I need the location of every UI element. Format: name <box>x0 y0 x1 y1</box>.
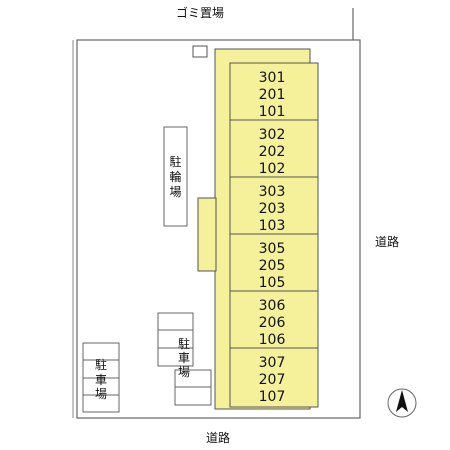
car-parking-middle-label-3: 場 <box>178 365 190 379</box>
unit-number-205: 205 <box>259 258 286 274</box>
road-east-label: 道路 <box>375 234 399 249</box>
car-parking-middle-label-2: 車 <box>178 351 190 365</box>
unit-block-3 <box>229 176 319 235</box>
unit-number-102: 102 <box>259 161 286 177</box>
unit-number-202: 202 <box>259 144 286 160</box>
unit-number-201: 201 <box>259 87 286 103</box>
unit-block-1 <box>229 62 319 121</box>
unit-number-301: 301 <box>259 70 286 86</box>
road-south-label: 道路 <box>206 430 230 445</box>
unit-number-305: 305 <box>259 241 286 257</box>
unit-block-2 <box>229 119 319 178</box>
unit-number-106: 106 <box>259 332 286 348</box>
unit-number-107: 107 <box>259 389 286 405</box>
car-parking-middle-label-1: 駐 <box>178 336 190 351</box>
unit-number-101: 101 <box>259 104 286 120</box>
unit-number-203: 203 <box>259 201 286 217</box>
garbage-area-label: ゴミ置場 <box>176 5 224 20</box>
bicycle-parking-label-2: 輪 <box>169 169 181 184</box>
unit-block-6 <box>229 347 319 408</box>
unit-number-105: 105 <box>259 275 286 291</box>
unit-number-303: 303 <box>259 184 286 200</box>
north-arrow-icon <box>387 388 417 418</box>
bicycle-parking-label-3: 場 <box>169 185 181 199</box>
unit-block-4 <box>229 233 319 292</box>
building: 3012011013022021023032031033052051053062… <box>197 48 319 410</box>
unit-number-307: 307 <box>259 355 286 371</box>
bicycle-parking-label-1: 駐 <box>169 154 181 169</box>
unit-number-206: 206 <box>259 315 286 331</box>
unit-number-306: 306 <box>259 298 286 314</box>
car-parking-left: 駐 車 場 <box>82 342 120 413</box>
unit-number-103: 103 <box>259 218 286 234</box>
car-parking-left-label-1: 駐 <box>95 357 107 372</box>
bicycle-parking <box>163 126 188 227</box>
car-parking-left-label-2: 車 <box>95 373 107 387</box>
car-parking-left-label-3: 場 <box>95 387 107 401</box>
unit-number-302: 302 <box>259 127 286 143</box>
building-annex <box>197 197 217 272</box>
car-parking-middle: 駐 車 場 <box>157 312 212 406</box>
unit-number-207: 207 <box>259 372 286 388</box>
garbage-area <box>192 45 208 58</box>
